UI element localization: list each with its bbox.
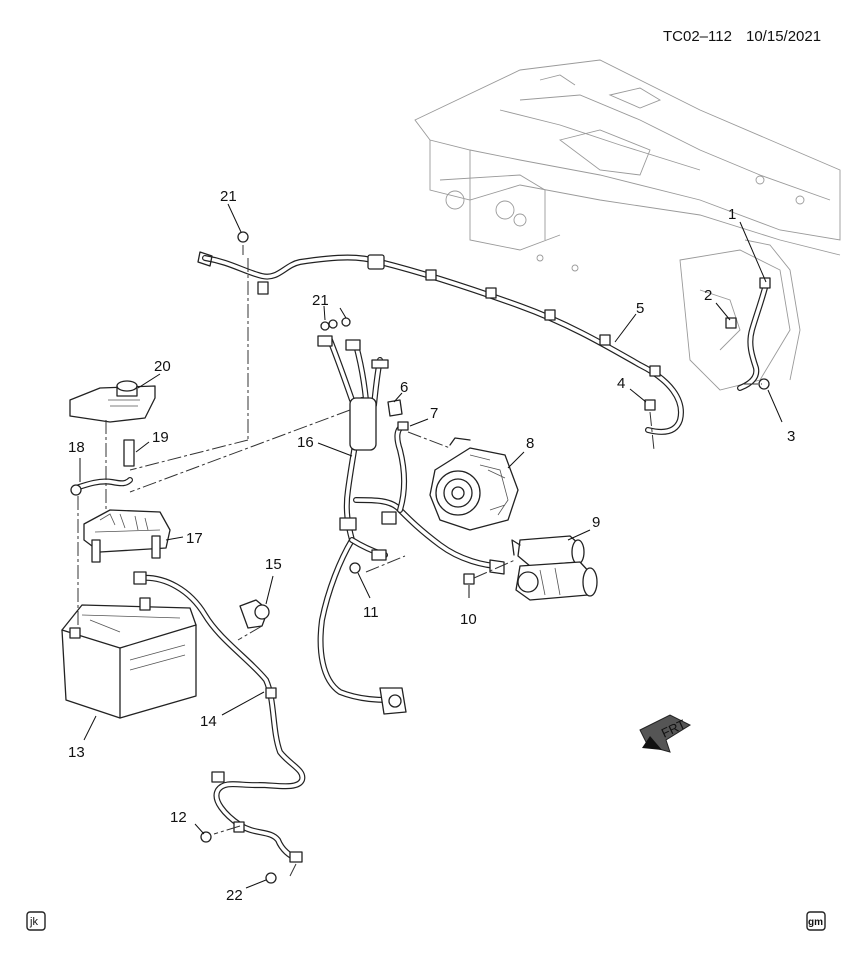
callout-3: 3 [787,428,795,445]
alignment-lines [77,258,762,877]
callout-7: 7 [430,405,438,422]
footer-badge-right: gm [806,911,826,931]
callout-17: 17 [186,530,203,547]
diagram-code: TC02–112 [663,28,732,45]
callout-12: 12 [170,809,187,826]
part-21-nut [237,231,249,243]
part-12-bolt [200,831,212,843]
part-13-battery [61,597,197,719]
footer-badge-left: jk [26,911,46,931]
callout-labels: 1 2 3 4 5 6 7 8 9 10 11 12 13 14 15 16 1… [68,188,795,904]
part-9-starter [511,535,598,601]
callout-21-left: 21 [220,188,237,205]
callout-1: 1 [728,206,736,223]
callout-4: 4 [617,375,625,392]
callout-19: 19 [152,429,169,446]
callout-2: 2 [704,287,712,304]
vehicle-body-structure [414,59,841,391]
callout-16: 16 [297,434,314,451]
part-18-cable [70,477,133,496]
callout-21-upper: 21 [312,292,329,309]
callout-22: 22 [226,887,243,904]
front-direction-indicator: FRT [639,714,692,753]
callout-13: 13 [68,744,85,761]
callout-11: 11 [363,604,379,621]
part-7-nut [397,421,409,431]
part-8-generator [429,437,519,531]
part-20-cover [69,380,156,423]
badge-left-text: jk [29,916,38,928]
callout-8: 8 [526,435,534,452]
callout-6: 6 [400,379,408,396]
callout-15: 15 [265,556,282,573]
part-21-nuts-group [320,317,351,331]
callout-5: 5 [636,300,644,317]
part-19-fuse [123,439,135,467]
part-14-negative-cable [133,571,306,863]
part-15-sensor [239,599,270,629]
leader-lines [79,203,783,889]
part-11-bolt [349,562,361,574]
diagram-date: 10/15/2021 [746,28,821,45]
part-4-clip [644,399,656,411]
part-16-main-harness [317,335,505,715]
callout-20: 20 [154,358,171,375]
callout-14: 14 [200,713,217,730]
part-17-fuse-block [83,509,171,563]
callout-10: 10 [460,611,477,628]
part-2-clip [725,317,737,329]
badge-right-text: gm [808,917,823,928]
callout-9: 9 [592,514,600,531]
part-10-nut [463,573,475,585]
part-1-cable [737,277,771,391]
part-22-bolt [265,872,277,884]
part-6-cap [387,399,403,417]
part-5-positive-cable [197,251,684,435]
part-3-bolt [758,378,770,390]
callout-18: 18 [68,439,85,456]
